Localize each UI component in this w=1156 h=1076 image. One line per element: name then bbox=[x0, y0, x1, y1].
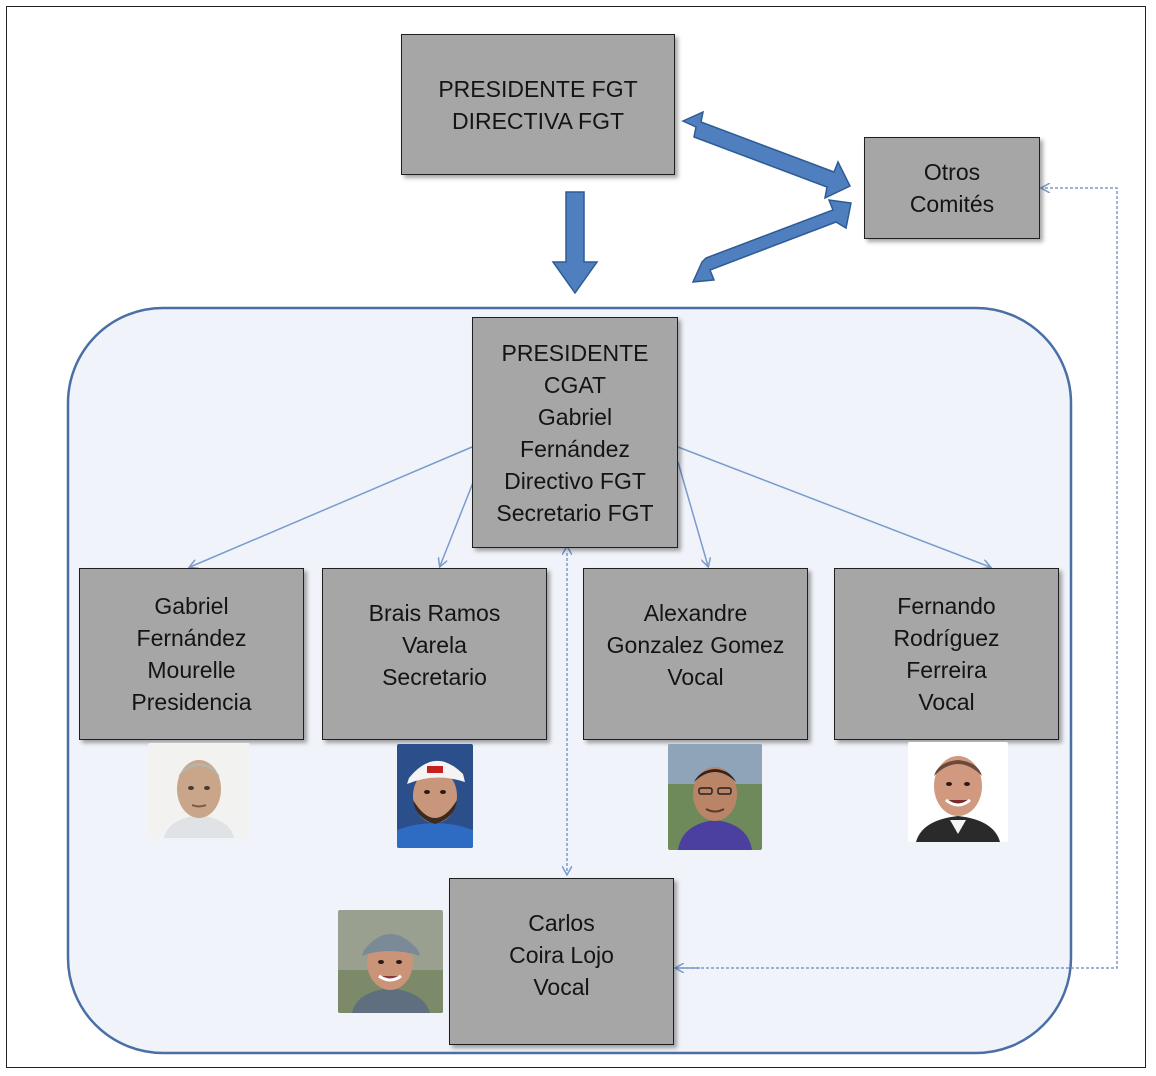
member-line: Fernández bbox=[136, 625, 247, 651]
member-line: Presidencia bbox=[131, 689, 252, 715]
president-line: Fernández bbox=[520, 435, 630, 462]
member-line: Mourelle bbox=[147, 657, 236, 683]
member-box-gabriel: Gabriel Fernández Mourelle Presidencia bbox=[79, 568, 304, 740]
president-line: PRESIDENTE bbox=[501, 339, 649, 366]
otros-comites-box: Otros Comités bbox=[864, 137, 1040, 239]
diagram-frame bbox=[6, 6, 1146, 1068]
comites-label: Comités bbox=[909, 191, 995, 217]
member-box-fernando: Fernando Rodríguez Ferreira Vocal bbox=[834, 568, 1059, 740]
member-line: Gabriel bbox=[154, 593, 229, 619]
member-box-carlos: Carlos Coira Lojo Vocal bbox=[449, 878, 674, 1045]
arrow-to-member-3 bbox=[677, 461, 708, 566]
member-line: Vocal bbox=[918, 689, 975, 715]
president-line: Directivo FGT bbox=[504, 467, 646, 494]
arrow-to-member-4 bbox=[677, 446, 990, 567]
member-line: Alexandre bbox=[643, 600, 748, 626]
member-line: Varela bbox=[402, 632, 467, 658]
president-line: Gabriel bbox=[537, 403, 613, 430]
member-line: Fernando bbox=[897, 593, 996, 619]
member-line: Vocal bbox=[533, 974, 590, 1000]
president-line: CGAT bbox=[543, 371, 607, 398]
member-line: Ferreira bbox=[906, 657, 987, 683]
portrait-photo-alexandre bbox=[668, 744, 762, 850]
president-line: Secretario FGT bbox=[496, 499, 654, 526]
arrow-to-member-1 bbox=[190, 446, 473, 567]
member-line: Coira Lojo bbox=[509, 942, 614, 968]
portrait-photo-fernando bbox=[908, 742, 1008, 842]
portrait-photo-brais bbox=[397, 744, 473, 848]
down-arrow bbox=[551, 191, 599, 295]
otros-label: Otros bbox=[923, 159, 981, 185]
feedback-line bbox=[676, 188, 1118, 969]
member-box-brais: Brais Ramos Varela Secretario bbox=[322, 568, 547, 740]
member-box-alexandre: Alexandre Gonzalez Gomez Vocal bbox=[583, 568, 808, 740]
member-line: Carlos bbox=[528, 910, 595, 936]
presidente-fgt-label: PRESIDENTE FGT bbox=[438, 75, 638, 102]
arrow-to-member-2 bbox=[440, 469, 479, 566]
double-arrow-otros-group bbox=[691, 199, 852, 283]
member-line: Gonzalez Gomez bbox=[606, 632, 785, 658]
presidente-cgat-box: PRESIDENTE CGAT Gabriel Fernández Direct… bbox=[472, 317, 678, 548]
portrait-photo-carlos bbox=[338, 910, 443, 1013]
presidente-fgt-box: PRESIDENTE FGT DIRECTIVA FGT bbox=[401, 34, 675, 175]
member-line: Brais Ramos bbox=[368, 600, 501, 626]
member-line: Vocal bbox=[667, 664, 724, 690]
portrait-photo-gabriel bbox=[148, 743, 250, 838]
member-line: Rodríguez bbox=[893, 625, 1000, 651]
member-line: Secretario bbox=[382, 664, 487, 690]
directiva-fgt-label: DIRECTIVA FGT bbox=[451, 107, 625, 134]
double-arrow-top-otros bbox=[681, 110, 852, 200]
